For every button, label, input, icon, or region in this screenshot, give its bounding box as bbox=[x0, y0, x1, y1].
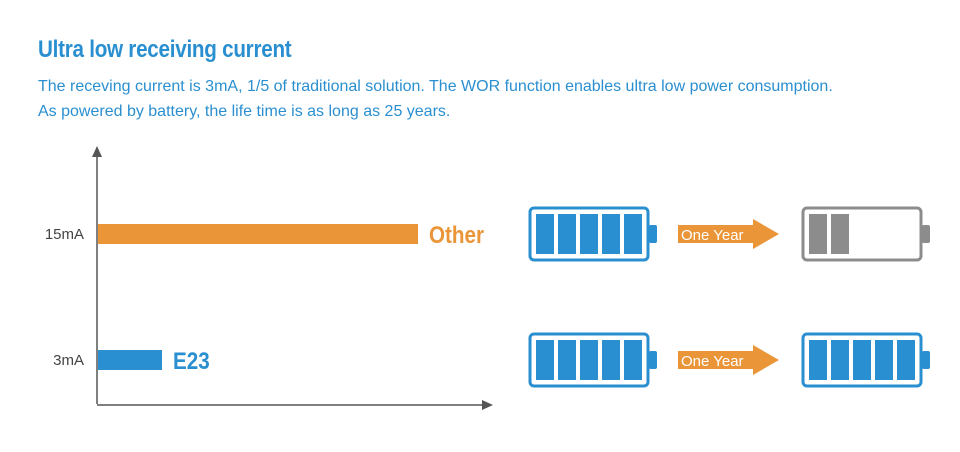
arrow-label: One Year bbox=[681, 353, 744, 370]
x-axis-arrow-icon bbox=[482, 400, 493, 410]
battery-cell bbox=[580, 340, 598, 380]
battery-cell bbox=[602, 340, 620, 380]
battery-cell bbox=[875, 340, 893, 380]
battery-cell bbox=[831, 214, 849, 254]
battery-cell bbox=[624, 214, 642, 254]
bar-data-label: E23 bbox=[173, 348, 210, 375]
battery-cell bbox=[558, 214, 576, 254]
battery-cell bbox=[624, 340, 642, 380]
y-tick-label: 3mA bbox=[53, 352, 84, 369]
battery-cell bbox=[536, 214, 554, 254]
description-line-1: The receving current is 3mA, 1/5 of trad… bbox=[38, 78, 833, 95]
y-axis-arrow-icon bbox=[92, 146, 102, 157]
battery-before-2 bbox=[528, 332, 657, 388]
one-year-arrow: One Year bbox=[678, 219, 779, 249]
arrow-right-icon bbox=[678, 345, 779, 375]
y-tick-label: 15mA bbox=[45, 226, 84, 243]
battery-cell bbox=[831, 340, 849, 380]
chart-axes bbox=[92, 146, 493, 410]
battery-cell bbox=[536, 340, 554, 380]
battery-cell bbox=[580, 214, 598, 254]
chart-bars: 15mA Other 3mA E23 bbox=[45, 222, 484, 375]
bar-data-label: Other bbox=[429, 222, 484, 249]
bar-e23 bbox=[98, 350, 162, 370]
one-year-arrow: One Year bbox=[678, 345, 779, 375]
battery-cell bbox=[853, 340, 871, 380]
arrow-right-icon bbox=[678, 219, 779, 249]
battery-after-2 bbox=[801, 332, 930, 388]
battery-cell bbox=[897, 340, 915, 380]
battery-before-1 bbox=[528, 206, 657, 262]
battery-cell bbox=[602, 214, 620, 254]
battery-cell bbox=[558, 340, 576, 380]
battery-cell bbox=[809, 340, 827, 380]
battery-after-1 bbox=[801, 206, 930, 262]
page-title: Ultra low receiving current bbox=[38, 36, 292, 63]
bar-other bbox=[98, 224, 418, 244]
arrow-label: One Year bbox=[681, 227, 744, 244]
battery-cell bbox=[809, 214, 827, 254]
description-line-2: As powered by battery, the life time is … bbox=[38, 103, 451, 120]
